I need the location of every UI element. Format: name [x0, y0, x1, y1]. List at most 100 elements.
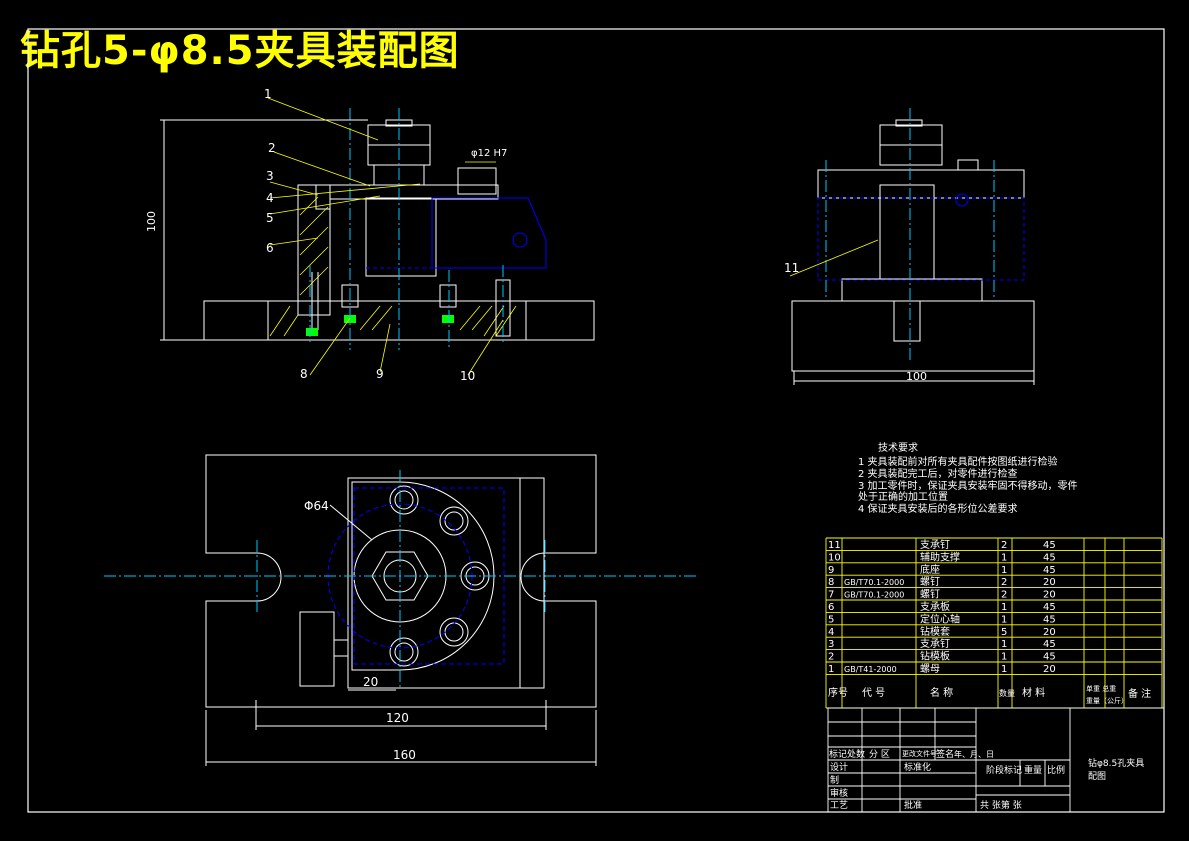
side-width-label: 100: [906, 370, 927, 383]
hole-dim: φ12 H7: [471, 148, 507, 159]
bom-material: 45: [1043, 552, 1056, 563]
front-labels: 1 2 3 4 5 6 8 9 10 φ12 H7 100: [145, 87, 507, 383]
bom-no: 8: [828, 577, 834, 588]
bom-no: 3: [828, 639, 834, 650]
bom-qty: 1: [1001, 639, 1007, 650]
bom-name: 钻模套: [920, 625, 950, 638]
base-hatch: [269, 305, 517, 337]
bom-material: 45: [1043, 602, 1056, 613]
bom-h-code: 代 号: [862, 687, 885, 699]
bom-material: 45: [1043, 565, 1056, 576]
bom-name: 螺钉: [920, 589, 940, 601]
drawing-title: 钻孔5-φ8.5夹具装配图: [20, 28, 460, 74]
bom-code: GB/T70.1-2000: [844, 591, 904, 600]
drawing-frame: [27, 28, 1165, 813]
bom-material: 45: [1043, 639, 1056, 650]
leader-8: 8: [300, 367, 308, 381]
front-centerlines: [309, 108, 504, 350]
tech-item-1: 1 夹具装配前对所有夹具配件按图纸进行检验: [858, 455, 1058, 468]
bom-qty: 1: [1001, 602, 1007, 613]
bom-material: 20: [1043, 590, 1056, 601]
bom-h-weight: 单重 总重: [1086, 684, 1116, 693]
bom-material: 20: [1043, 664, 1056, 675]
inner-label: 120: [386, 711, 409, 725]
tech-heading: 技术要求: [878, 441, 918, 454]
tb-check: 审核: [830, 787, 848, 799]
leader-9: 9: [376, 367, 384, 381]
leader-2: 2: [268, 141, 276, 155]
top-dims: [205, 504, 597, 766]
tb-mark: 标记处数: [829, 748, 865, 760]
bom-code: GB/T41-2000: [844, 665, 897, 674]
bom-no: 7: [828, 590, 834, 601]
leader-10: 10: [460, 369, 475, 383]
bom-no: 11: [828, 540, 841, 551]
bom-name: 支承板: [920, 600, 950, 613]
bom-material: 45: [1043, 540, 1056, 551]
workpiece-hidden: [366, 197, 547, 269]
tb-drawing-name2: 配图: [1088, 771, 1106, 782]
bom-qty: 1: [1001, 652, 1007, 663]
bom-grid: [825, 537, 1163, 709]
leader-1: 1: [264, 87, 272, 101]
tech-item-3: 3 加工零件时，保证夹具安装牢固不得移动，零件: [858, 479, 1078, 492]
support-pins: [311, 272, 511, 337]
side-hidden: [817, 193, 1025, 281]
tech-item-3b: 处于正确的加工位置: [858, 490, 948, 503]
bom-no: 2: [828, 652, 834, 663]
title-block-text: 标记处数 分 区 更改文件号 签名 年、月、日 设计 标准化 制 审核 工艺 批…: [829, 748, 1144, 811]
side-view: [789, 108, 1035, 385]
bom-no: 6: [828, 602, 834, 613]
tb-stage: 阶段标记: [986, 764, 1022, 776]
bom-header: 序号 代 号 名 称 数量 材 料 单重 总重 重量（公斤） 备 注: [828, 684, 1151, 705]
bom-qty: 1: [1001, 614, 1007, 625]
bom-qty: 2: [1001, 590, 1007, 601]
bom-name: 支承钉: [920, 539, 950, 551]
side-centerlines: [825, 108, 995, 360]
offset-label: 20: [363, 675, 378, 689]
bom-qty: 1: [1001, 664, 1007, 675]
bom-name: 辅助支撑: [920, 550, 960, 563]
tb-partition: 分 区: [869, 749, 890, 760]
bom-name: 支承钉: [920, 638, 950, 650]
bom-no: 9: [828, 565, 834, 576]
side-labels: 11 100: [784, 261, 927, 383]
tb-process: 工艺: [830, 800, 848, 811]
tb-sheets: 共 张第 张: [980, 799, 1022, 811]
bom-no: 5: [828, 614, 834, 625]
tb-standard: 标准化: [904, 761, 931, 773]
top-labels: Φ64 20 120 160: [304, 499, 416, 762]
tb-scale: 比例: [1047, 764, 1065, 776]
leader-5: 5: [266, 211, 274, 225]
tb-weight: 重量: [1024, 764, 1042, 776]
title-block: [827, 707, 1165, 813]
bom-qty: 2: [1001, 577, 1007, 588]
front-view: [160, 97, 595, 376]
tb-approve: 批准: [904, 799, 922, 811]
tb-drawn: 制: [830, 774, 839, 786]
bom-no: 4: [828, 627, 834, 638]
pcd-label: Φ64: [304, 499, 329, 513]
top-centerlines: [104, 470, 696, 690]
bom-qty: 1: [1001, 565, 1007, 576]
bom-name: 螺母: [920, 663, 940, 675]
bom-h-name: 名 称: [930, 686, 953, 699]
bom-h-no: 序号: [828, 686, 848, 699]
tb-design: 设计: [830, 761, 848, 773]
bom-h-material: 材 料: [1022, 686, 1045, 699]
leader-6: 6: [266, 241, 274, 255]
tech-item-2: 2 夹具装配完工后，对零件进行检查: [858, 467, 1018, 480]
overall-label: 160: [393, 748, 416, 762]
bom-material: 20: [1043, 577, 1056, 588]
bom-no: 1: [828, 664, 834, 675]
bom-h-remark: 备 注: [1128, 687, 1151, 700]
tb-drawing-name: 钻φ8.5孔夹具: [1088, 757, 1144, 769]
front-height-dim: [160, 119, 368, 341]
bom-qty: 2: [1001, 540, 1007, 551]
tb-sign: 签名: [936, 748, 954, 760]
tech-item-4: 4 保证夹具安装后的各形位公差要求: [858, 502, 1018, 515]
bom-no: 10: [828, 552, 841, 563]
